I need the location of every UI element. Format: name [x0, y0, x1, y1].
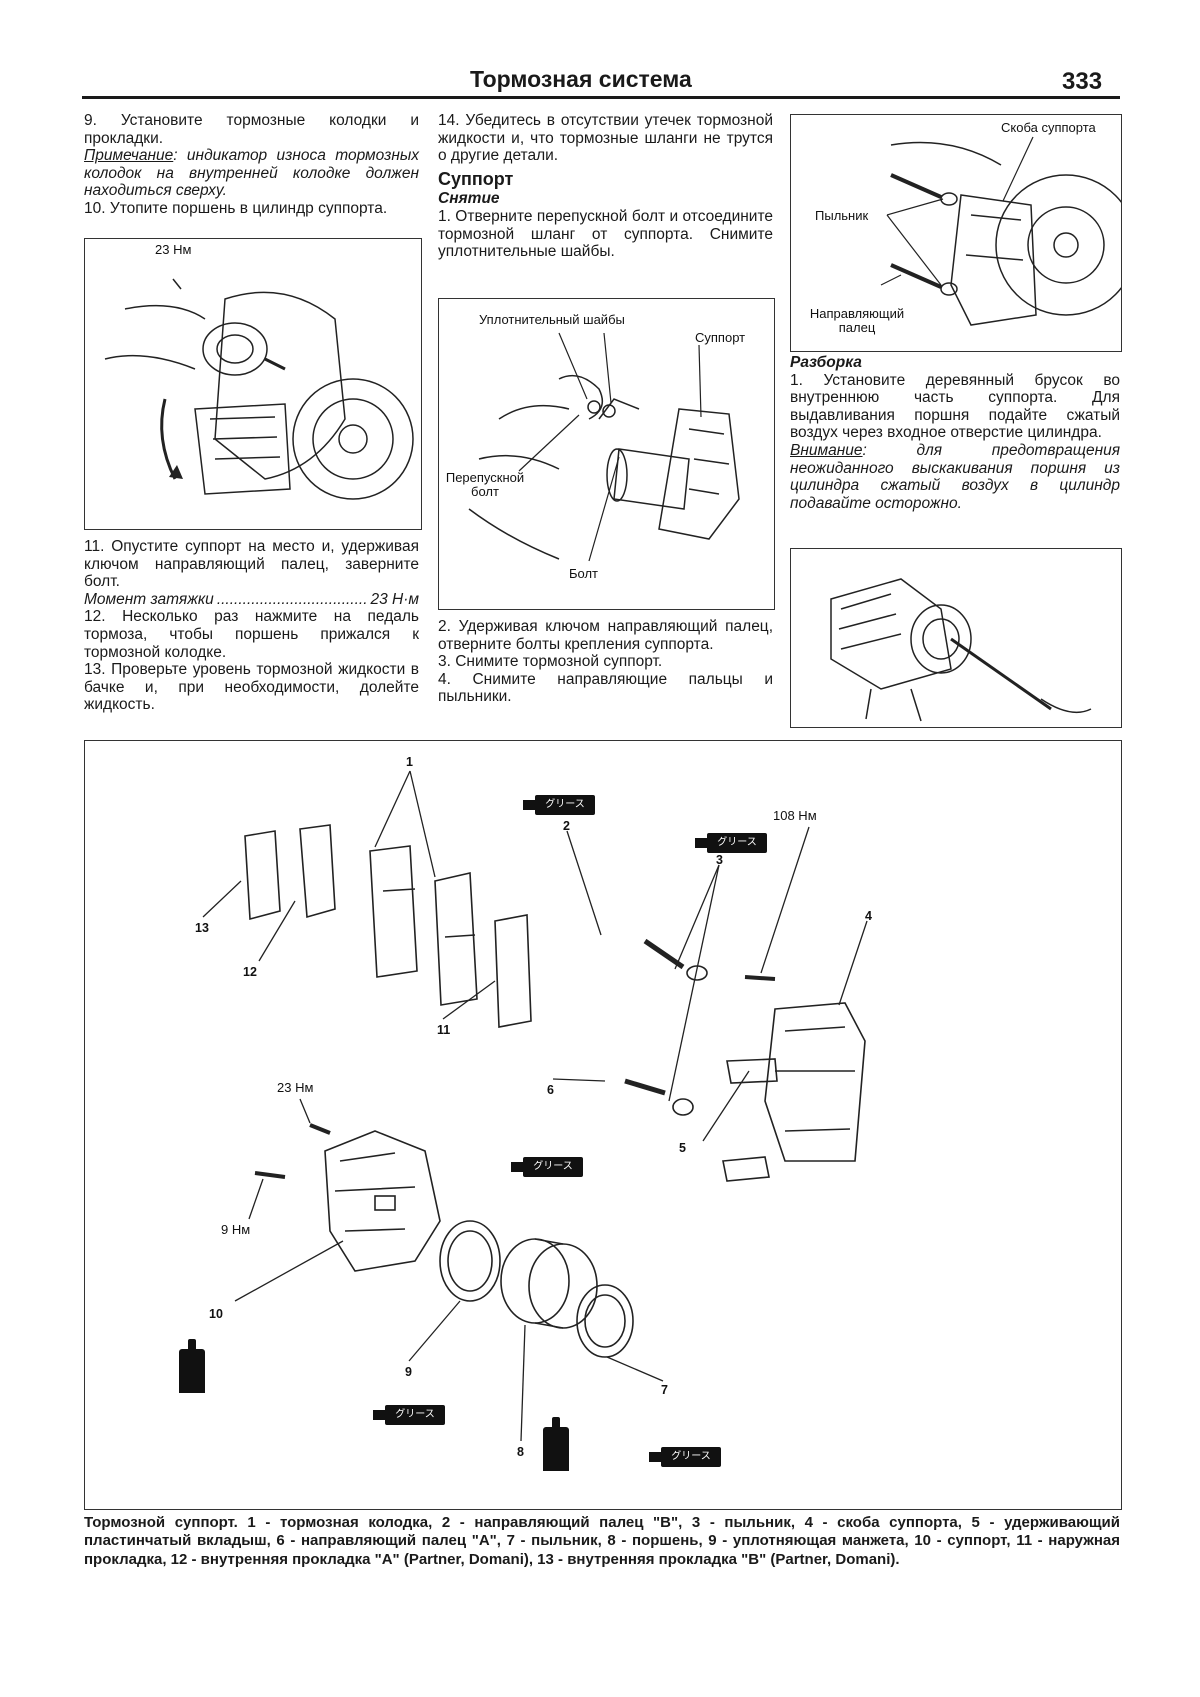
subsection-removal: Снятие [438, 190, 500, 208]
step-14: 14. Убедитесь в отсутствии утечек тормоз… [438, 112, 773, 165]
callout-4: 4 [865, 909, 872, 923]
warning-text: : для предотвращения неожиданного выскак… [790, 441, 1120, 512]
step-9: 9. Установите тормозные колодки и прокла… [84, 112, 419, 147]
callout-5: 5 [679, 1141, 686, 1155]
grease-tube-center [543, 1417, 569, 1471]
warning-label: Внимание [790, 441, 863, 459]
label-caliper: Суппорт [695, 330, 746, 345]
page-number: 333 [1062, 68, 1103, 95]
note-paragraph: Примечание: индикатор износа тормозных к… [84, 147, 419, 200]
torque-108-label: 108 Нм [773, 808, 817, 823]
removal-step-2: 2. Удерживая ключом направляющий палец, … [438, 618, 773, 653]
grease-tube-left [179, 1339, 205, 1393]
callout-8: 8 [517, 1445, 524, 1459]
step-13: 13. Проверьте уровень тормозной жидкости… [84, 661, 419, 714]
removal-step-1: 1. Отверните перепускной болт и отсоедин… [438, 207, 773, 261]
torque-leader: ........................................… [216, 590, 368, 608]
figure-caption: Тормозной суппорт. 1 - тормозная колодка… [84, 1514, 1120, 1568]
callout-3: 3 [716, 853, 723, 867]
grease-tag-right: グリース [695, 833, 767, 853]
torque-9-label: 9 Нм [221, 1222, 251, 1237]
column-1-bottom: 11. Опустите суппорт на место и, удержив… [84, 538, 419, 714]
air-blow-drawing [830, 578, 1092, 722]
label-sealing-washers: Уплотнительный шайбы [479, 312, 625, 327]
step-11: 11. Опустите суппорт на место и, удержив… [84, 538, 419, 591]
callout-10: 10 [209, 1307, 223, 1321]
disassembly-step-1: 1. Установите деревянный брусок во внутр… [790, 371, 1120, 442]
column-2-bottom: 2. Удерживая ключом направляющий палец, … [438, 618, 773, 706]
column-3-text: Разборка 1. Установите деревянный брусок… [790, 354, 1120, 512]
callout-1: 1 [406, 755, 413, 769]
section-title: Тормозная система [470, 66, 692, 92]
grease-tag-bottom-right: グリース [649, 1447, 721, 1467]
header-rule [82, 96, 1120, 99]
figure-exploded-caliper: 108 Нм 23 Нм 9 Нм 1 2 3 4 5 6 7 8 9 10 1… [84, 740, 1122, 1510]
label-boot: Пыльник [815, 208, 869, 223]
figure-caliper-removal: Уплотнительный шайбы Суппорт Перепускной… [438, 298, 775, 610]
piston-press-drawing [104, 278, 414, 500]
callout-13: 13 [195, 921, 209, 935]
callout-9: 9 [405, 1365, 412, 1379]
step-10: 10. Утопите поршень в цилиндр суппорта. [84, 199, 388, 217]
caliper-10 [324, 1130, 441, 1272]
subsection-disassembly: Разборка [790, 354, 862, 371]
label-caliper-bracket: Скоба суппорта [1001, 120, 1096, 135]
grease-tag-bottom-left: グリース [373, 1405, 445, 1425]
pad-inner [434, 872, 478, 1006]
bracket-4 [764, 1002, 866, 1162]
caliper-bracket-drawing [880, 136, 1121, 326]
section-caliper: Суппорт [438, 168, 514, 189]
shim-13 [244, 830, 281, 921]
torque-23-label: 23 Нм [277, 1080, 314, 1095]
shim-12 [299, 824, 336, 919]
callout-6: 6 [547, 1083, 554, 1097]
removal-step-4: 4. Снимите направляющие пальцы и пыльник… [438, 670, 773, 706]
grease-tag-top: グリース [523, 795, 595, 815]
callout-7: 7 [661, 1383, 668, 1397]
removal-step-3: 3. Снимите тормозной суппорт. [438, 653, 663, 671]
warning-paragraph: Внимание: для предотвращения неожиданног… [790, 442, 1120, 512]
shim-11 [494, 914, 532, 1028]
column-2-top: 14. Убедитесь в отсутствии утечек тормоз… [438, 112, 773, 261]
pad-outer [369, 845, 418, 978]
figure-piston-press: 23 Нм [84, 238, 422, 530]
label-bypass-bolt: Перепускной болт [445, 470, 525, 499]
label-guide-pin: Направляющий палец [809, 306, 905, 335]
step-12: 12. Несколько раз нажмите на педаль торм… [84, 608, 419, 661]
caliper-removal-drawing [468, 332, 740, 562]
torque-spec: Момент затяжки..........................… [84, 591, 419, 609]
figure-caliper-bracket: Скоба суппорта Пыльник Направляющий пале… [790, 114, 1122, 352]
note-text: : индикатор износа тормозных колодок на … [84, 147, 419, 200]
column-1-top: 9. Установите тормозные колодки и прокла… [84, 112, 419, 218]
figure-air-blow [790, 548, 1122, 728]
exploded-caliper-drawing [202, 770, 868, 1442]
callout-12: 12 [243, 965, 257, 979]
note-label: Примечание [84, 147, 174, 165]
callout-2: 2 [563, 819, 570, 833]
callout-11: 11 [437, 1023, 451, 1037]
torque-value: 23 Н·м [370, 590, 419, 608]
label-bolt: Болт [569, 566, 599, 581]
figure-torque-label: 23 Нм [155, 242, 192, 257]
grease-tag-mid: グリース [511, 1157, 583, 1177]
torque-label: Момент затяжки [84, 590, 214, 608]
